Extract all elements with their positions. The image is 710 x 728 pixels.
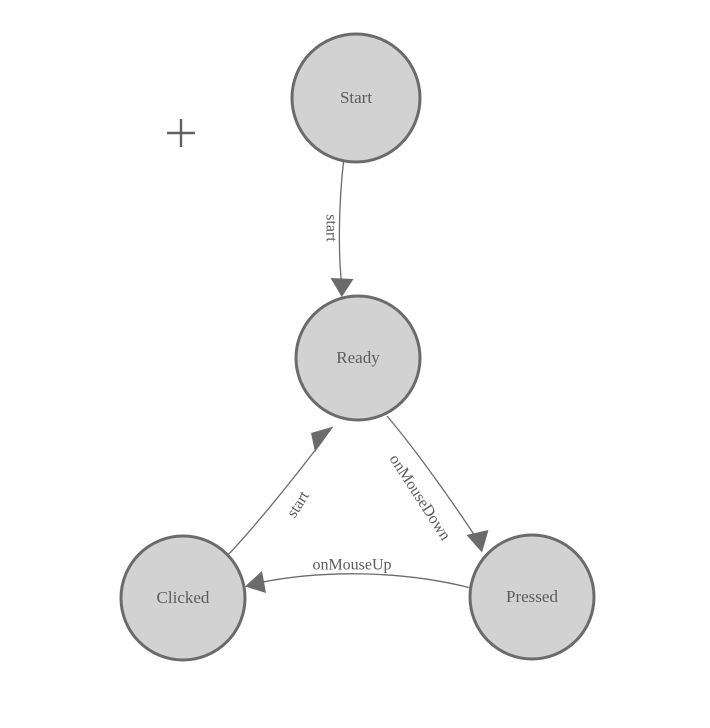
node-ready-label: Ready bbox=[336, 348, 380, 367]
node-start-circle[interactable] bbox=[290, 32, 422, 164]
node-clicked[interactable]: Clicked bbox=[119, 534, 247, 662]
node-clicked-circle[interactable] bbox=[119, 534, 247, 662]
edge-label-clicked-to-ready: start bbox=[284, 488, 313, 521]
edge-start-to-ready-arrowhead bbox=[330, 278, 354, 297]
edge-start-to-ready-path bbox=[338, 161, 345, 284]
edge-ready-to-pressed-arrowhead bbox=[466, 530, 489, 553]
edge-start-to-ready[interactable] bbox=[330, 161, 354, 297]
edge-clicked-to-ready-arrowhead bbox=[311, 426, 334, 452]
node-pressed-label: Pressed bbox=[506, 587, 558, 606]
node-ready[interactable]: Ready bbox=[294, 294, 422, 422]
edge-label-start-to-ready: start bbox=[322, 214, 339, 242]
node-start[interactable]: Start bbox=[290, 32, 422, 164]
node-clicked-label: Clicked bbox=[157, 588, 210, 607]
edge-pressed-to-clicked-arrowhead bbox=[245, 571, 266, 593]
edge-label-pressed-to-clicked: onMouseUp bbox=[312, 557, 391, 574]
edge-clicked-to-ready[interactable] bbox=[226, 426, 334, 557]
node-start-label: Start bbox=[340, 88, 372, 107]
crosshair-icon[interactable] bbox=[167, 119, 195, 147]
edge-label-ready-to-pressed: onMouseDown bbox=[386, 452, 454, 544]
node-pressed[interactable]: Pressed bbox=[468, 533, 596, 661]
edge-ready-to-pressed[interactable] bbox=[386, 415, 489, 553]
edge-pressed-to-clicked[interactable] bbox=[245, 571, 472, 593]
edge-ready-to-pressed-path bbox=[386, 415, 482, 546]
edge-clicked-to-ready-path bbox=[226, 439, 324, 557]
node-pressed-circle[interactable] bbox=[468, 533, 596, 661]
edge-pressed-to-clicked-path bbox=[257, 573, 472, 589]
node-ready-circle[interactable] bbox=[294, 294, 422, 422]
